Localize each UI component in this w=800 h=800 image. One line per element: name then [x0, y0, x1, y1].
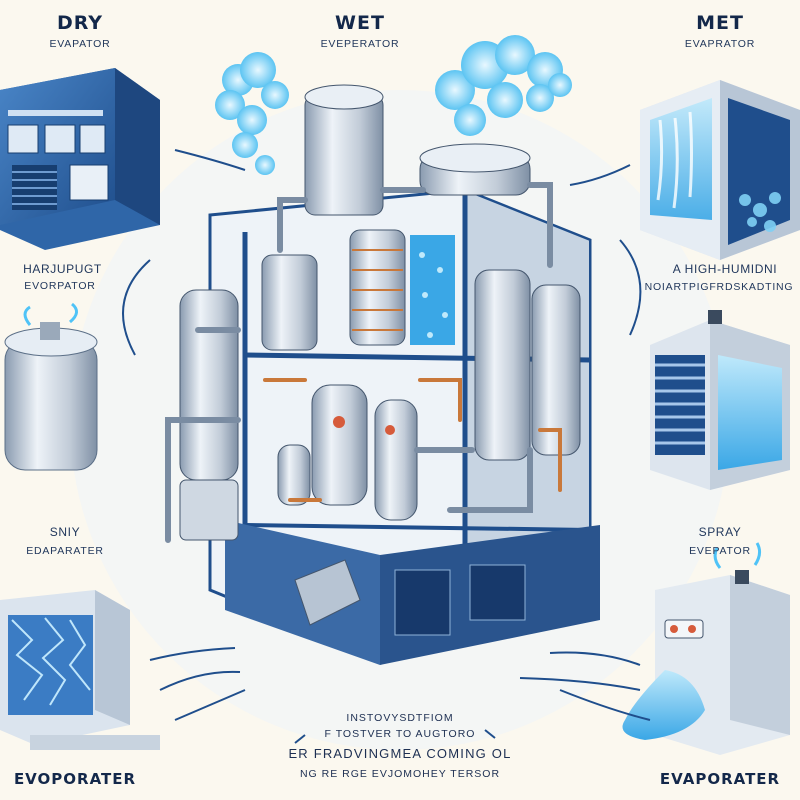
center-note-line-1: INSTOVYSDTFIOM: [346, 712, 454, 724]
high-humidity-unit: [650, 310, 790, 490]
bottom-left-evaporator: [0, 590, 160, 750]
bottom-right-label: EVAPORATER: [659, 770, 781, 788]
flow-arrows: [122, 149, 651, 744]
met-title: MET: [696, 12, 744, 34]
wet-title: WET: [335, 12, 385, 34]
bottom-left-label: EVOPORATER: [13, 770, 137, 788]
harjupugt-title: HARJUPUGT: [23, 262, 102, 276]
left-tank: [4, 302, 98, 471]
dry-subtitle: EVAPATOR: [49, 38, 111, 50]
spray-title: SPRAY: [698, 525, 742, 539]
spray-subtitle: EVEPATOR: [689, 545, 751, 557]
wet-evaporator-unit: [640, 80, 800, 260]
dry-title: DRY: [56, 12, 104, 34]
steam-cloud-left: [215, 52, 289, 175]
spray-evaporator-unit: [622, 542, 790, 755]
steam-cloud-right: [435, 35, 572, 136]
central-plant: [165, 84, 600, 665]
sniy-subtitle: EDAPARATER: [26, 545, 104, 557]
high-humidity-title: A HIGH-HUMIDNI: [672, 262, 778, 276]
wet-subtitle: EVEPERATOR: [320, 38, 400, 50]
harjupugt-subtitle: EVORPATOR: [24, 280, 96, 292]
center-note-line-2: F TOSTVER TO AUGTORO: [324, 728, 476, 740]
dry-evaporator-unit: [0, 68, 160, 250]
center-note-line-3: ER FRADVINGMEA COMING OL: [288, 746, 512, 761]
high-humidity-subtitle: NOIARTPIGFRDSKADTING: [644, 281, 794, 293]
center-note-line-4: NG RE RGE EVJOMOHEY TERSOR: [299, 768, 501, 780]
met-subtitle: EVAPRATOR: [684, 38, 756, 50]
sniy-title: SNIY: [49, 525, 81, 539]
